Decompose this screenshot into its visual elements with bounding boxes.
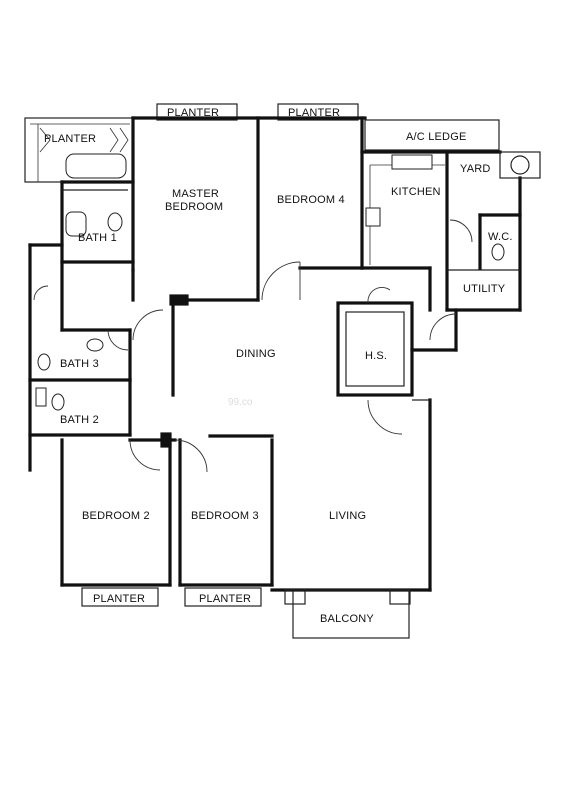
- label-planter-bottom-1: PLANTER: [93, 593, 145, 605]
- label-master-line2: BEDROOM: [165, 201, 223, 213]
- bathtub: [65, 153, 127, 179]
- planter-top-box-1: [156, 103, 238, 121]
- label-planter-top-1: PLANTER: [167, 107, 219, 119]
- label-wc: W.C.: [488, 231, 513, 243]
- label-yard: YARD: [460, 163, 491, 175]
- room-labels: PLANTER PLANTER PLANTER A/C LEDGE MASTER…: [44, 107, 513, 625]
- column: [169, 294, 189, 306]
- label-hs: H.S.: [365, 350, 387, 362]
- toilet-bath2: [51, 393, 65, 411]
- basin-bath2: [35, 387, 47, 407]
- kitchen-hob: [365, 207, 381, 227]
- column-2: [160, 432, 172, 448]
- label-bath3: BATH 3: [60, 358, 99, 370]
- label-ac-ledge: A/C LEDGE: [406, 131, 467, 143]
- label-planter-left: PLANTER: [44, 133, 96, 145]
- planter-bottom-box-2: [184, 587, 262, 607]
- hs-room: [336, 301, 414, 397]
- label-utility: UTILITY: [463, 283, 506, 295]
- label-bedroom2: BEDROOM 2: [82, 510, 150, 522]
- basin-bath3: [86, 338, 104, 352]
- toilet-bath1: [107, 212, 123, 232]
- basin-bath1: [65, 211, 87, 237]
- planter-bottom-box-1: [81, 587, 159, 607]
- doors: [33, 219, 473, 473]
- label-balcony: BALCONY: [320, 613, 374, 625]
- label-planter-bottom-2: PLANTER: [199, 593, 251, 605]
- watermark: 99.co: [228, 397, 253, 408]
- label-dining: DINING: [236, 348, 276, 360]
- balcony-box: [292, 589, 410, 639]
- ac-ledge-box: [364, 119, 500, 151]
- label-master-line1: MASTER: [172, 188, 219, 200]
- yard-vent: [499, 151, 541, 179]
- label-living: LIVING: [329, 510, 366, 522]
- toilet-wc: [491, 243, 505, 261]
- label-kitchen: KITCHEN: [391, 186, 441, 198]
- label-bedroom3: BEDROOM 3: [191, 510, 259, 522]
- label-planter-top-2: PLANTER: [288, 107, 340, 119]
- planter-top-box-2: [277, 103, 359, 121]
- toilet-bath3: [37, 353, 51, 371]
- balcony-ledge-right: [389, 589, 411, 605]
- label-bedroom4: BEDROOM 4: [277, 194, 345, 206]
- kitchen-sink: [391, 154, 433, 170]
- balcony-ledge-left: [284, 589, 306, 605]
- label-bath2: BATH 2: [60, 414, 99, 426]
- exterior-walls: [24, 103, 541, 639]
- label-bath1: BATH 1: [78, 232, 117, 244]
